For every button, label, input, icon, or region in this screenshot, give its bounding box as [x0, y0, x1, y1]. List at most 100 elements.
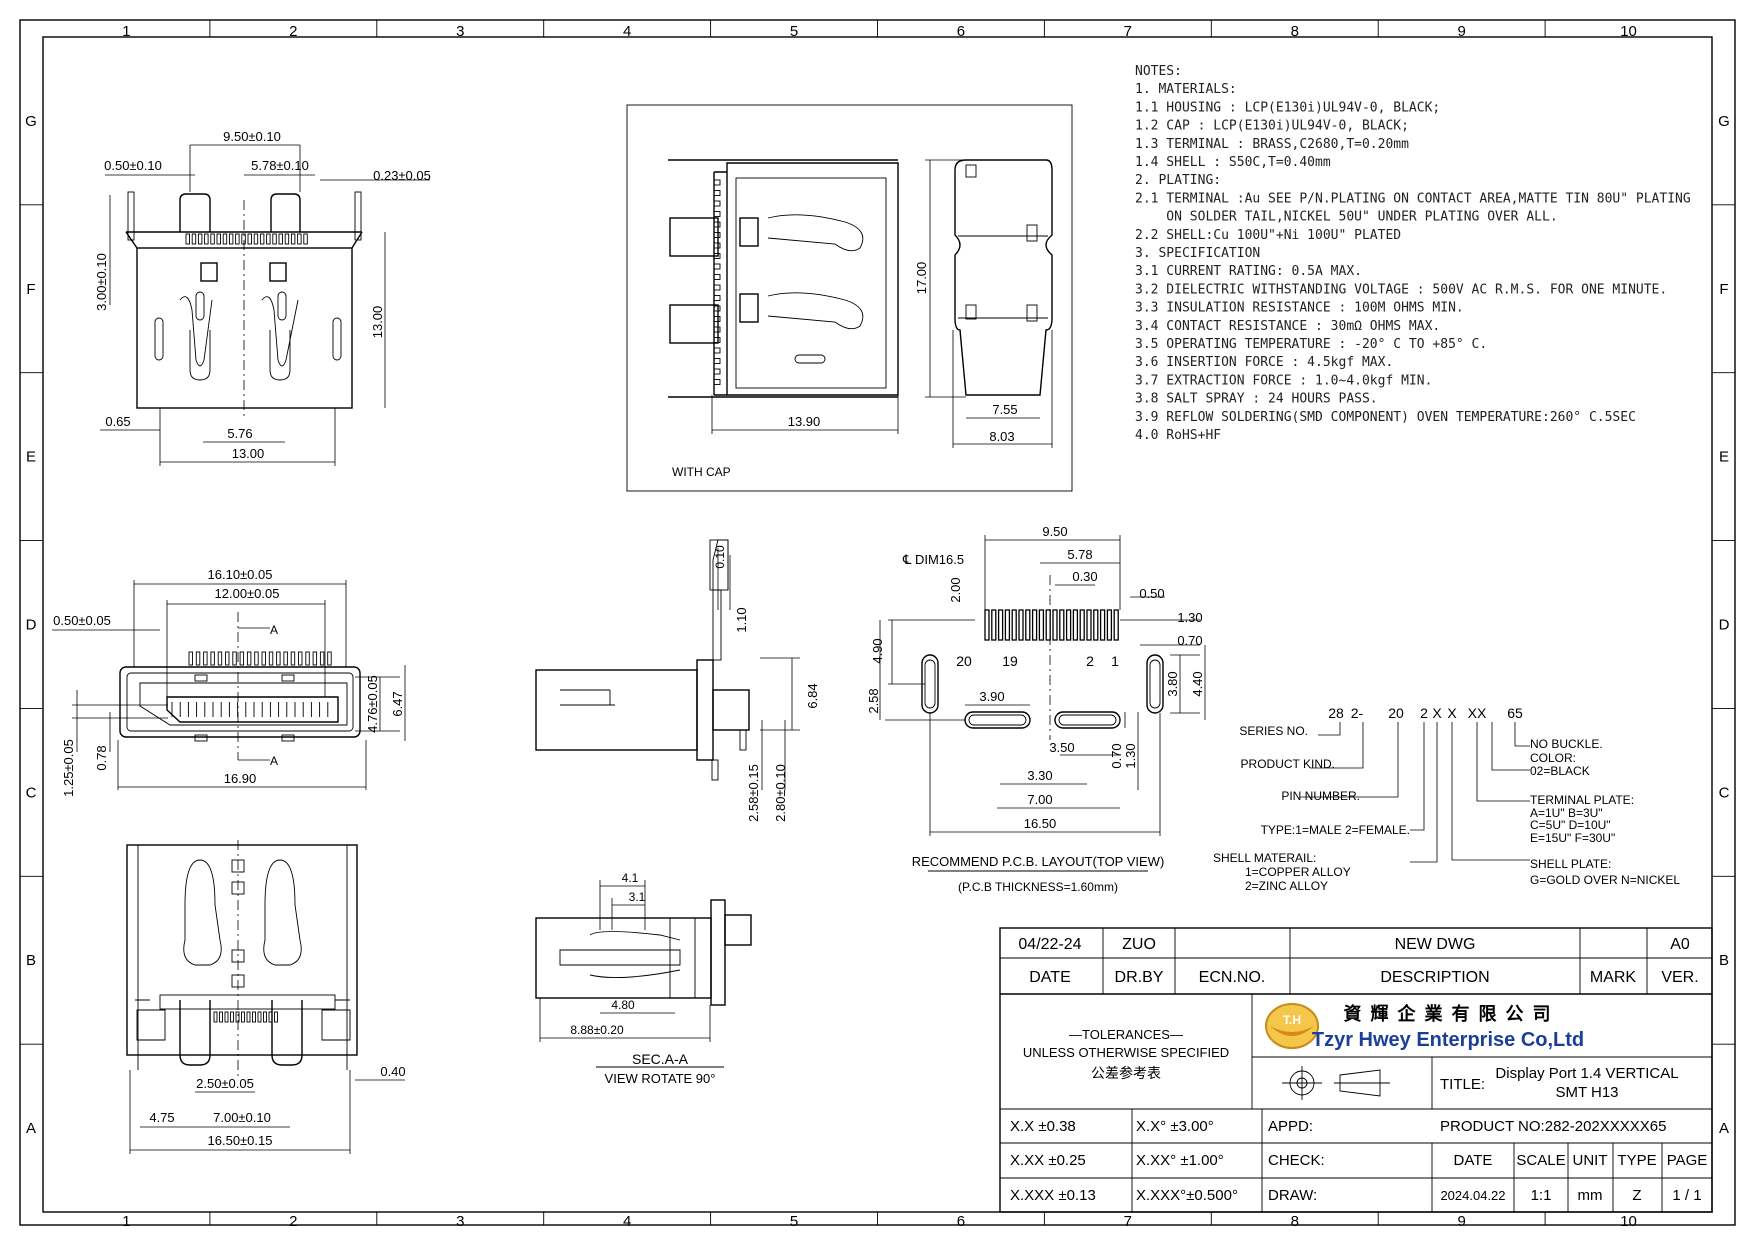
cap-pin — [713, 242, 721, 249]
pin-19: 19 — [1002, 653, 1018, 669]
dim-height: 3.00±0.10 — [94, 253, 109, 311]
zone-col-top-1: 1 — [122, 23, 130, 40]
dim-065: 0.65 — [105, 414, 130, 429]
val-type: Z — [1632, 1187, 1641, 1204]
pn-right-label: 02=BLACK — [1530, 764, 1590, 778]
sec-a-top: A — [270, 623, 278, 637]
dim-mid: 5.78±0.10 — [251, 158, 309, 173]
zone-col-top-4: 4 — [623, 23, 631, 40]
val-date: 2024.04.22 — [1440, 1188, 1505, 1203]
company-en: Tzyr Hwey Enterprise Co,Ltd — [1312, 1029, 1584, 1051]
top-pin — [290, 651, 296, 666]
front-pin — [204, 233, 209, 245]
pcb-layout: 9.50 ℄ DIM16.5 5.78 0.30 2.00 0.50 1.30 … — [866, 524, 1206, 894]
pcb-dim-578: 5.78 — [1067, 547, 1092, 562]
tol-xxx-deg: X.XX° ±1.00° — [1136, 1152, 1224, 1169]
dim-body: 13.00 — [370, 306, 385, 339]
tol-title: —TOLERANCES— — [1069, 1027, 1183, 1042]
note-line: 3.5 OPERATING TEMPERATURE : -20° C TO +8… — [1135, 337, 1487, 352]
projection-symbol — [1282, 1066, 1390, 1100]
title-line1: Display Port 1.4 VERTICAL — [1495, 1065, 1678, 1082]
front-pin — [191, 233, 197, 245]
cap-view: 13.90 17.00 7.55 8.03 WITH CAP — [626, 104, 1073, 492]
val-unit: mm — [1578, 1187, 1603, 1204]
pn-code: X — [1447, 705, 1457, 721]
top-pin — [188, 651, 193, 666]
zone-col-bottom-6: 6 — [957, 1213, 965, 1230]
note-line: 1.2 CAP : LCP(E130i)UL94V-0, BLACK; — [1135, 119, 1409, 134]
dim-803: 8.03 — [989, 429, 1014, 444]
zone-row-left-G: G — [25, 113, 37, 130]
pn-right-label: NO BUCKLE. — [1530, 737, 1603, 751]
col-date: DATE — [1454, 1152, 1493, 1169]
pn-left-label: SERIES NO. — [1239, 724, 1308, 738]
pcb-pad — [1025, 609, 1031, 641]
val-scale: 1:1 — [1531, 1187, 1552, 1204]
pcb-pad — [1018, 609, 1024, 641]
top-pin — [276, 651, 281, 666]
top-pin — [283, 651, 288, 666]
front-pin — [241, 233, 246, 245]
bottom-pin — [224, 1011, 229, 1023]
bottom-pin — [241, 1011, 245, 1023]
tol-xxx: X.XX ±0.25 — [1010, 1152, 1086, 1169]
tol-cn: 公差参考表 — [1091, 1065, 1161, 1081]
dim-258: 2.58±0.15 — [746, 764, 761, 822]
pcb-dim-390: 3.90 — [979, 689, 1004, 704]
title-block: 04/22-24 ZUO NEW DWG A0 DATE DR.BY ECN.N… — [999, 927, 1713, 1213]
dim-078: 0.78 — [94, 745, 109, 770]
top-pin — [225, 651, 230, 666]
dim-888: 8.88±0.20 — [570, 1023, 624, 1037]
cap-pin — [713, 263, 721, 270]
note-line: ON SOLDER TAIL,NICKEL 50U" UNDER PLATING… — [1135, 210, 1558, 225]
top-pin — [246, 651, 252, 666]
cap-pin — [713, 253, 721, 259]
pcb-dim-440: 4.40 — [1190, 671, 1205, 696]
pn-code: 20 — [1388, 705, 1404, 721]
dim-1610: 16.10±0.05 — [208, 567, 273, 582]
cap-pin — [713, 295, 721, 301]
bottom-pin — [213, 1011, 218, 1023]
cap-pin — [713, 232, 721, 238]
dim-1650: 16.50±0.15 — [208, 1133, 273, 1148]
front-pin — [228, 233, 234, 245]
pn-left-label: PRODUCT KIND. — [1241, 757, 1335, 771]
zone-col-top-5: 5 — [790, 23, 798, 40]
pcb-pad — [1052, 609, 1058, 641]
company-logo: T.H — [1265, 1003, 1319, 1049]
pn-code: XX — [1468, 705, 1487, 721]
cap-pin — [713, 221, 721, 228]
col-type: TYPE — [1617, 1152, 1656, 1169]
note-line: 3.9 REFLOW SOLDERING(SMD COMPONENT) OVEN… — [1135, 410, 1636, 425]
front-pin — [185, 233, 190, 245]
dim-1700: 17.00 — [914, 262, 929, 295]
pcb-pad — [1093, 609, 1099, 641]
sec-a-bottom: A — [270, 754, 278, 768]
zone-row-left-E: E — [26, 449, 36, 466]
pcb-dim-380: 3.80 — [1165, 671, 1180, 696]
dim-476: 4.76±0.05 — [365, 675, 380, 733]
zone-col-top-7: 7 — [1124, 23, 1132, 40]
dim-010: 0.10 — [713, 545, 727, 569]
front-pin — [235, 233, 240, 245]
col-scale: SCALE — [1516, 1152, 1565, 1169]
cap-pin — [713, 347, 721, 354]
pn-code: X — [1432, 705, 1442, 721]
zone-col-bottom-9: 9 — [1457, 1213, 1465, 1230]
pn-code: 2- — [1351, 705, 1364, 721]
zone-col-bottom-10: 10 — [1620, 1213, 1637, 1230]
zone-col-bottom-1: 1 — [122, 1213, 130, 1230]
cap-pin — [713, 179, 721, 186]
front-pin — [216, 233, 221, 245]
pn-left-label: 1=COPPER ALLOY — [1245, 865, 1351, 879]
rev-date: 04/22-24 — [1018, 936, 1081, 953]
dim-1200: 12.00±0.05 — [215, 586, 280, 601]
pcb-dim-030: 0.30 — [1072, 569, 1097, 584]
zone-col-bottom-2: 2 — [289, 1213, 297, 1230]
bottom-pin — [268, 1011, 273, 1023]
pn-right-label: COLOR: — [1530, 751, 1576, 765]
pn-code: 65 — [1507, 705, 1523, 721]
front-pin — [197, 233, 203, 245]
pn-right-label: SHELL PLATE: — [1530, 857, 1611, 871]
cap-pin — [713, 274, 721, 280]
